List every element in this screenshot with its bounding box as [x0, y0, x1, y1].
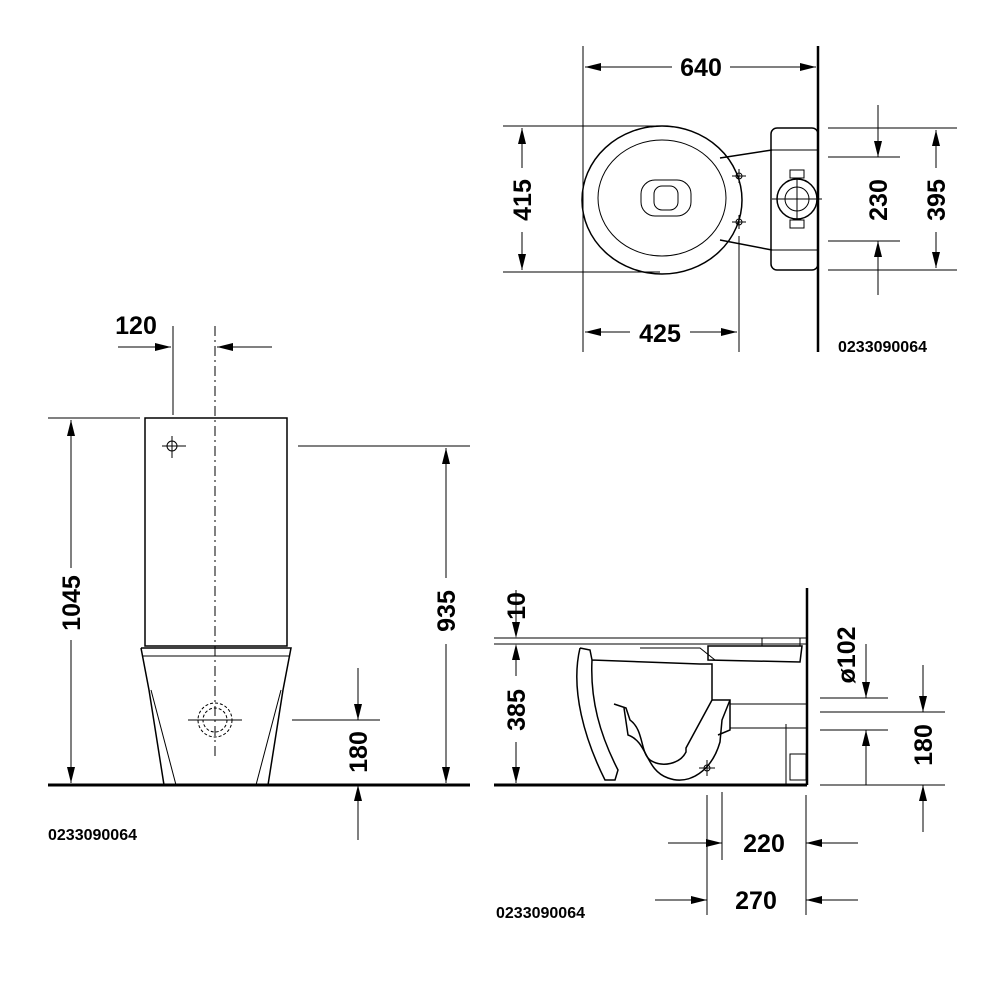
top-view-dim-230: 230: [865, 179, 893, 221]
top-view-dim-640: 640: [680, 54, 722, 82]
side-view-bowl-shell: [576, 647, 713, 781]
top-view-neck: [719, 149, 773, 251]
side-view-outlet: [712, 699, 731, 736]
front-view-bowl: [140, 647, 292, 786]
top-view-bowl-opening: [640, 179, 692, 217]
top-view-article-code: 0233090064: [838, 339, 927, 356]
side-view-fixing-screw: [699, 760, 715, 776]
front-view-flush-button: [162, 436, 186, 458]
top-view-dim-425: 425: [639, 320, 681, 348]
side-view-dim-385: 385: [503, 689, 531, 731]
front-view-drain: [188, 702, 242, 738]
side-view-seat-hinge: [707, 645, 803, 663]
side-view-dim-220: 220: [743, 830, 785, 858]
side-view-wall-fixing: [789, 753, 807, 781]
top-view-dim-415: 415: [509, 179, 537, 221]
front-view-article-code: 0233090064: [48, 827, 137, 844]
side-view: 10 385 ø102 180 220 270 0233090064: [494, 588, 945, 922]
front-view-dim-120: 120: [115, 312, 157, 340]
front-view-dim-935: 935: [433, 590, 461, 632]
front-view: 120 1045 935 180 0233090064: [48, 312, 470, 844]
side-view-dim-270: 270: [735, 887, 777, 915]
front-view-dim-180: 180: [345, 731, 373, 773]
side-view-dim-diameter-102: ø102: [833, 627, 861, 684]
side-view-article-code: 0233090064: [496, 905, 585, 922]
top-view-bowl-outer: [581, 125, 743, 275]
side-view-dim-180: 180: [910, 724, 938, 766]
top-view-dim-395: 395: [923, 179, 951, 221]
side-view-trap: [623, 699, 731, 781]
top-view: 640 415 230 395 425 0233090064: [503, 46, 957, 356]
side-view-dim-10: 10: [503, 592, 531, 620]
front-view-tank: [144, 417, 288, 647]
top-view-bowl-inner: [597, 139, 727, 257]
front-view-dim-1045: 1045: [58, 575, 86, 631]
top-view-bowl-opening-inner: [653, 185, 679, 211]
top-view-fixing-holes: [732, 169, 746, 229]
